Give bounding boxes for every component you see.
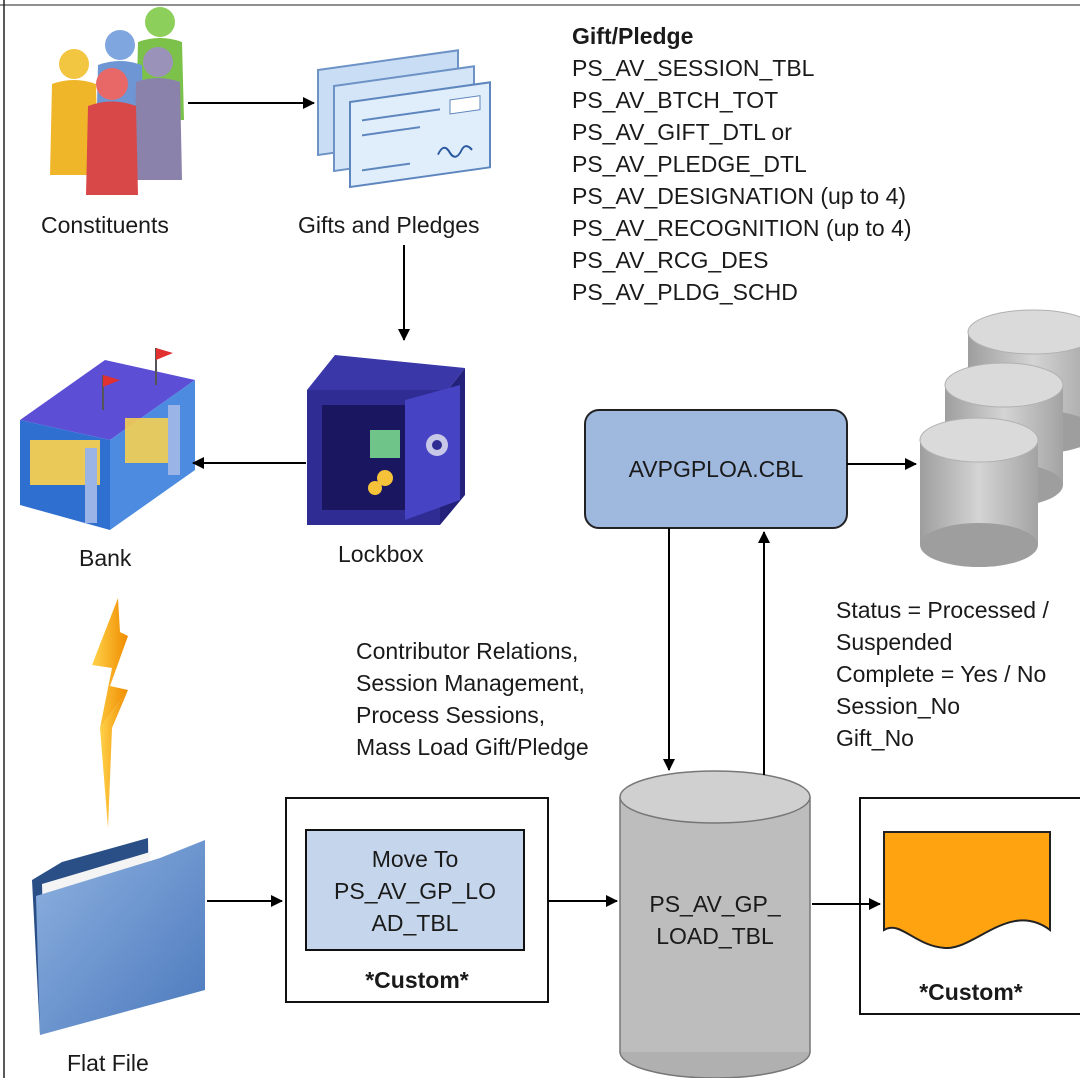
custom-right-label: *Custom*: [919, 979, 1023, 1005]
tables-note-heading: Gift/Pledge: [572, 23, 694, 49]
tables-note-line: PS_AV_GIFT_DTL or: [572, 119, 792, 145]
lightning-icon-tail: [100, 690, 128, 828]
status-note-line: Suspended: [836, 629, 953, 655]
lightning-icon: [92, 598, 128, 728]
people-icon: [50, 7, 184, 195]
tables-note-line: PS_AV_PLDG_SCHD: [572, 279, 798, 305]
move-to-line: AD_TBL: [371, 910, 459, 936]
flat-file-label: Flat File: [67, 1050, 149, 1076]
menu-path-line: Contributor Relations,: [356, 638, 579, 664]
move-to-box: [305, 829, 525, 951]
status-note-line: Complete = Yes / No: [836, 661, 1047, 687]
tables-note: Gift/Pledge PS_AV_SESSION_TBL PS_AV_BTCH…: [572, 20, 912, 308]
load-table-line: PS_AV_GP_: [649, 891, 781, 917]
move-to-text: Move To PS_AV_GP_LO AD_TBL: [306, 843, 524, 939]
tables-note-line: PS_AV_RECOGNITION (up to 4): [572, 215, 912, 241]
load-table-cylinder: [619, 770, 811, 1078]
load-table-text: PS_AV_GP_ LOAD_TBL: [620, 888, 810, 952]
bank-building-icon: [20, 348, 195, 530]
status-note-line: Status = Processed /: [836, 597, 1049, 623]
menu-path-line: Mass Load Gift/Pledge: [356, 734, 589, 760]
tables-note-line: PS_AV_PLEDGE_DTL: [572, 151, 807, 177]
lockbox-safe-icon: [307, 355, 465, 525]
program-box: [584, 409, 848, 529]
lockbox-label: Lockbox: [338, 541, 424, 567]
custom-document-icon: [883, 831, 1051, 950]
gifts-pledges-label: Gifts and Pledges: [298, 212, 480, 238]
menu-path-note: Contributor Relations, Session Managemen…: [356, 635, 589, 763]
bank-label: Bank: [79, 545, 132, 571]
status-note-line: Gift_No: [836, 725, 914, 751]
tables-note-line: PS_AV_BTCH_TOT: [572, 87, 779, 113]
tables-note-line: PS_AV_SESSION_TBL: [572, 55, 815, 81]
database-stack-icon: [919, 309, 1080, 567]
menu-path-line: Process Sessions,: [356, 702, 546, 728]
tables-note-line: PS_AV_DESIGNATION (up to 4): [572, 183, 907, 209]
move-to-line: PS_AV_GP_LO: [334, 878, 496, 904]
checks-icon: [317, 49, 491, 189]
menu-path-line: Session Management,: [356, 670, 585, 696]
load-table-line: LOAD_TBL: [656, 923, 774, 949]
folder-icon: [32, 838, 205, 1035]
constituents-label: Constituents: [41, 212, 169, 238]
move-to-line: Move To: [371, 846, 459, 872]
status-note-line: Session_No: [836, 693, 961, 719]
program-label: AVPGPLOA.CBL: [628, 456, 804, 482]
custom-left-label: *Custom*: [365, 967, 469, 993]
status-note: Status = Processed / Suspended Complete …: [836, 594, 1049, 754]
tables-note-line: PS_AV_RCG_DES: [572, 247, 769, 273]
